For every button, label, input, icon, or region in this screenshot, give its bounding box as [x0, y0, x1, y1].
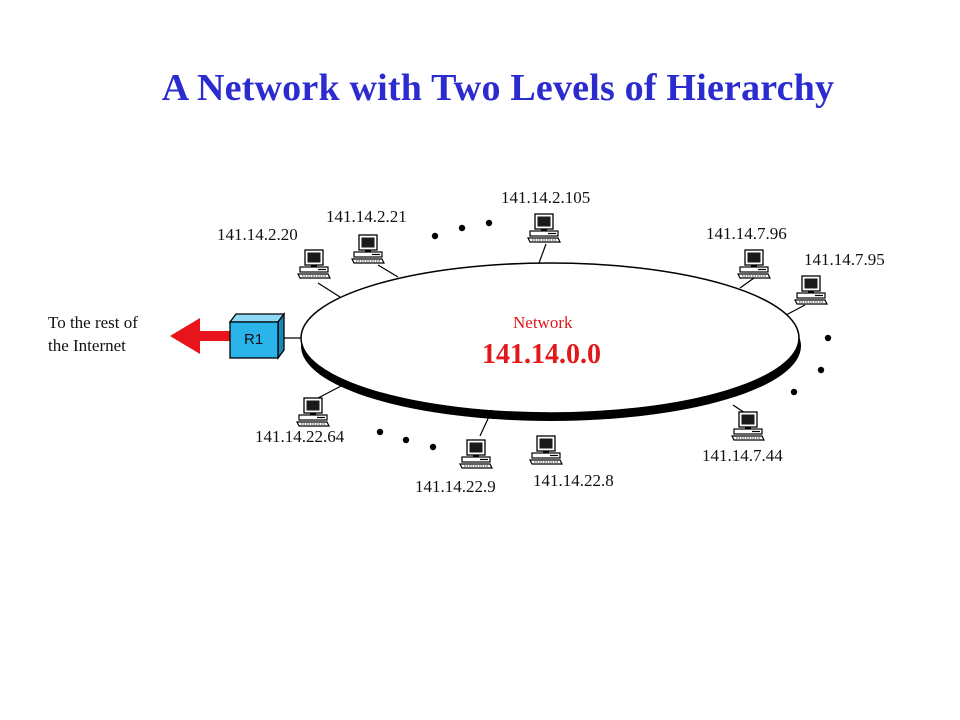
host-h8 — [459, 439, 493, 469]
host-h6 — [731, 411, 765, 441]
host-address-label: 141.14.22.64 — [255, 427, 345, 446]
host-address-label: 141.14.2.21 — [326, 207, 407, 226]
host-address-label: 141.14.7.96 — [706, 224, 787, 243]
internet-label-line1: To the rest of — [48, 313, 138, 332]
host-h3 — [527, 213, 561, 243]
host-address-label: 141.14.2.20 — [217, 225, 298, 244]
internet-label-line2: the Internet — [48, 336, 126, 355]
slide-title: A Network with Two Levels of Hierarchy — [161, 67, 835, 109]
network-address: 141.14.0.0 — [482, 339, 601, 370]
host-h4 — [737, 249, 771, 279]
network-label: Network — [513, 313, 573, 332]
host-address-label: 141.14.2.105 — [501, 188, 590, 207]
host-address-label: 141.14.7.44 — [702, 446, 783, 465]
host-h5 — [794, 275, 828, 305]
host-h7 — [529, 435, 563, 465]
host-h1 — [297, 249, 331, 279]
arrow-to-internet-icon — [170, 318, 230, 354]
host-links — [317, 243, 806, 437]
router-r1: R1 — [228, 312, 286, 360]
host-h9 — [296, 397, 330, 427]
ellipsis-dots — [376, 219, 832, 451]
network-ring — [300, 262, 801, 421]
host-address-label: 141.14.22.8 — [533, 471, 614, 490]
host-address-label: 141.14.7.95 — [804, 250, 885, 269]
host-h2 — [351, 234, 385, 264]
router-label: R1 — [244, 331, 263, 348]
host-address-label: 141.14.22.9 — [415, 477, 496, 496]
